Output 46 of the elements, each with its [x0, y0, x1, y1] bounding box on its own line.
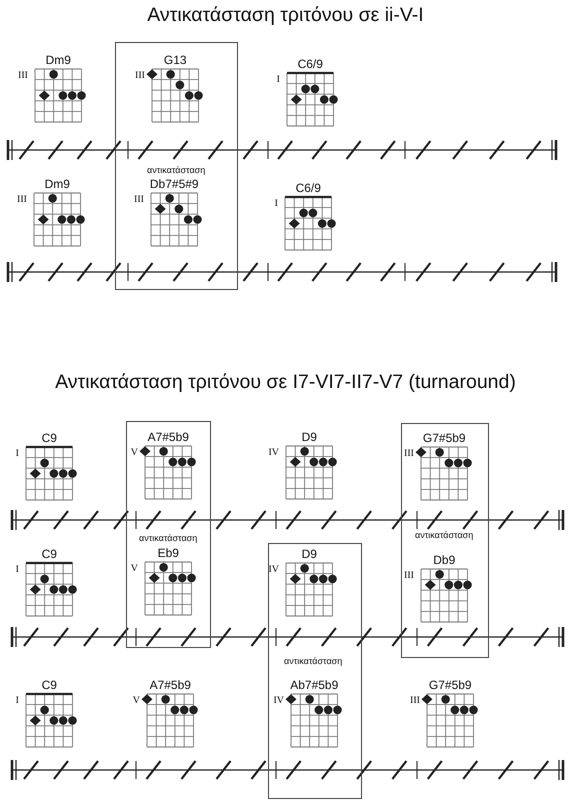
substitution-frame: [115, 42, 238, 290]
chord-name: Dm9: [44, 53, 72, 67]
fret-position-numeral: III: [133, 194, 144, 206]
substitution-frame: [401, 423, 489, 658]
substitution-label: αντικατάσταση: [415, 530, 474, 541]
chord-name: Ab7#5b9: [289, 678, 340, 692]
chord-name: C6/9: [294, 181, 322, 195]
chord-name: Db7#5#9: [148, 177, 200, 191]
chord-name: G7#5b9: [422, 431, 467, 445]
fret-position-numeral: III: [409, 695, 420, 707]
chord-name: A7#5b9: [146, 430, 190, 444]
fret-position-numeral: IV: [267, 447, 279, 459]
chord-name: C9: [40, 431, 58, 445]
heading: Αντικατάσταση τριτόνου σε I7-VI7-II7-V7 (turnaround): [54, 371, 517, 394]
fret-position-numeral: V: [130, 563, 138, 575]
fret-position-numeral: V: [130, 447, 138, 459]
chord-name: D9: [300, 430, 318, 444]
fret-position-numeral: I: [14, 695, 19, 707]
fret-position-numeral: I: [274, 198, 278, 210]
chord-name: Db9: [432, 553, 456, 567]
fret-position-numeral: IV: [272, 695, 284, 707]
fret-position-numeral: III: [17, 70, 28, 82]
chord-name: C9: [40, 547, 58, 561]
chord-name: G13: [162, 53, 188, 67]
substitution-label: αντικατάσταση: [284, 656, 342, 667]
chord-name: C9: [40, 678, 58, 692]
fret-position-numeral: V: [132, 695, 140, 707]
fret-position-numeral: III: [403, 448, 414, 460]
fret-position-numeral: III: [134, 70, 145, 82]
fret-position-numeral: I: [276, 74, 280, 86]
substitution-frame: [126, 421, 211, 648]
chord-name: Dm9: [44, 177, 71, 191]
chord-name: G7#5b9: [428, 678, 473, 692]
heading: Αντικατάσταση τριτόνου σε ii-V-I: [146, 4, 425, 27]
fret-position-numeral: III: [403, 570, 414, 582]
fret-position-numeral: I: [14, 448, 19, 460]
substitution-frame: [268, 543, 362, 799]
chord-name: A7#5b9: [148, 678, 192, 692]
fret-position-numeral: III: [16, 194, 27, 206]
chord-name: Eb9: [156, 546, 180, 560]
fret-position-numeral: IV: [267, 564, 279, 576]
substitution-label: αντικατάσταση: [147, 165, 206, 176]
fret-position-numeral: I: [14, 564, 19, 576]
chord-name: D9: [300, 547, 318, 561]
substitution-label: αντικατάσταση: [139, 533, 198, 544]
chord-name: C6/9: [296, 57, 324, 71]
